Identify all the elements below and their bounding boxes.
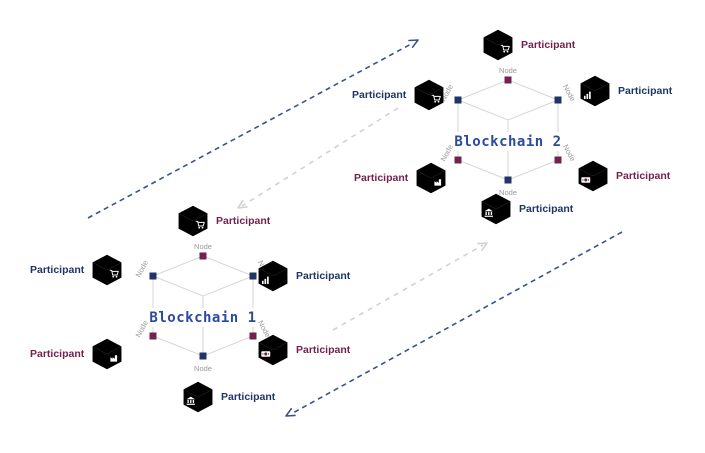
node-label: Node [194, 364, 212, 373]
participant-cube [483, 29, 513, 61]
node-marker-lower-left [454, 156, 462, 164]
node-marker-lower-left [149, 332, 157, 340]
node-label: Node [194, 242, 212, 251]
node-marker-upper-left [149, 272, 157, 280]
participant-cube [92, 254, 122, 286]
node-label: Node [499, 66, 517, 75]
participant-bc2-upper-left: Participant [352, 77, 446, 113]
blockchain-2-cube: Blockchain 2 Node Node Node Node Node No… [439, 66, 578, 197]
participant-bc1-bottom: Participant [181, 379, 275, 415]
participant-label: Participant [616, 170, 671, 182]
participant-cube [178, 205, 208, 237]
node-marker-upper-right [554, 96, 562, 104]
arrow-line [332, 244, 484, 331]
participant-bc2-lower-right: Participant [576, 158, 670, 194]
participant-cube [258, 334, 288, 366]
participant-cube [258, 260, 288, 292]
participant-bc1-upper-left: Participant [30, 252, 124, 288]
node-marker-lower-right [249, 332, 257, 340]
participant-bc2-upper-right: Participant [578, 73, 672, 109]
node-marker-top [199, 252, 207, 260]
node-label: Node [134, 319, 150, 339]
participant-label: Participant [30, 264, 85, 276]
node-label: Node [499, 188, 517, 197]
participant-label: Participant [296, 344, 351, 356]
arrow-head-icon [285, 407, 296, 417]
cube-shape [183, 381, 213, 413]
cube-shape [414, 79, 444, 111]
participant-cube [580, 75, 610, 107]
participant-bc1-lower-left: Participant [30, 336, 124, 372]
participant-cube [414, 79, 444, 111]
node-label: Node [561, 143, 577, 163]
banknote-icon [261, 351, 271, 357]
blockchain-1-cube: Blockchain 1 Node Node Node Node Node No… [134, 242, 273, 373]
cube-shape [258, 334, 288, 366]
participant-bc1-lower-right: Participant [256, 332, 350, 368]
node-label: Node [561, 83, 577, 103]
cube-shape [416, 162, 446, 194]
cube-shape [580, 75, 610, 107]
participant-label: Participant [521, 39, 576, 51]
cube-shape [481, 193, 511, 225]
arrow-head-icon [237, 199, 248, 209]
participant-label: Participant [618, 85, 673, 97]
participant-label: Participant [30, 348, 85, 360]
participant-cube [578, 160, 608, 192]
cube-shape [258, 260, 288, 292]
cube-shape [483, 29, 513, 61]
participant-label: Participant [354, 172, 409, 184]
participant-bc2-bottom: Participant [479, 191, 573, 227]
blockchain-title: Blockchain 2 [454, 134, 561, 150]
blockchain-title: Blockchain 1 [149, 310, 256, 326]
participant-label: Participant [352, 89, 407, 101]
cube-shape [92, 338, 122, 370]
participant-cube [183, 381, 213, 413]
participant-bc1-top: Participant [176, 203, 270, 239]
participant-cube [416, 162, 446, 194]
node-marker-lower-right [554, 156, 562, 164]
gray-arrow-chain1-to-chain2 [332, 242, 488, 331]
cube-shape [578, 160, 608, 192]
interchain-arrow-upper-left [87, 39, 419, 219]
participant-label: Participant [296, 270, 351, 282]
node-marker-upper-right [249, 272, 257, 280]
arrow-head-icon [477, 242, 488, 252]
cube-wireframe [152, 255, 254, 357]
node-marker-upper-left [454, 96, 462, 104]
node-label: Node [134, 259, 150, 279]
node-marker-bottom [199, 352, 207, 360]
cube-wireframe [457, 79, 559, 181]
node-marker-top [504, 76, 512, 84]
participant-label: Participant [221, 391, 276, 403]
interchain-arrow-lower-right [285, 231, 623, 417]
arrow-head-icon [408, 39, 419, 49]
participant-cube [92, 338, 122, 370]
participant-bc2-lower-left: Participant [354, 160, 448, 196]
participant-label: Participant [519, 203, 574, 215]
cube-shape [92, 254, 122, 286]
arrow-line [241, 107, 399, 207]
participant-bc1-upper-right: Participant [256, 258, 350, 294]
gray-arrow-chain2-to-chain1 [237, 107, 399, 209]
banknote-icon [581, 177, 591, 183]
title-backdrop [454, 132, 562, 151]
arrow-line [87, 42, 414, 219]
participant-cube [481, 193, 511, 225]
participant-label: Participant [216, 215, 271, 227]
node-marker-bottom [504, 176, 512, 184]
title-backdrop [149, 308, 257, 327]
participant-bc2-top: Participant [481, 27, 575, 63]
cube-shape [178, 205, 208, 237]
